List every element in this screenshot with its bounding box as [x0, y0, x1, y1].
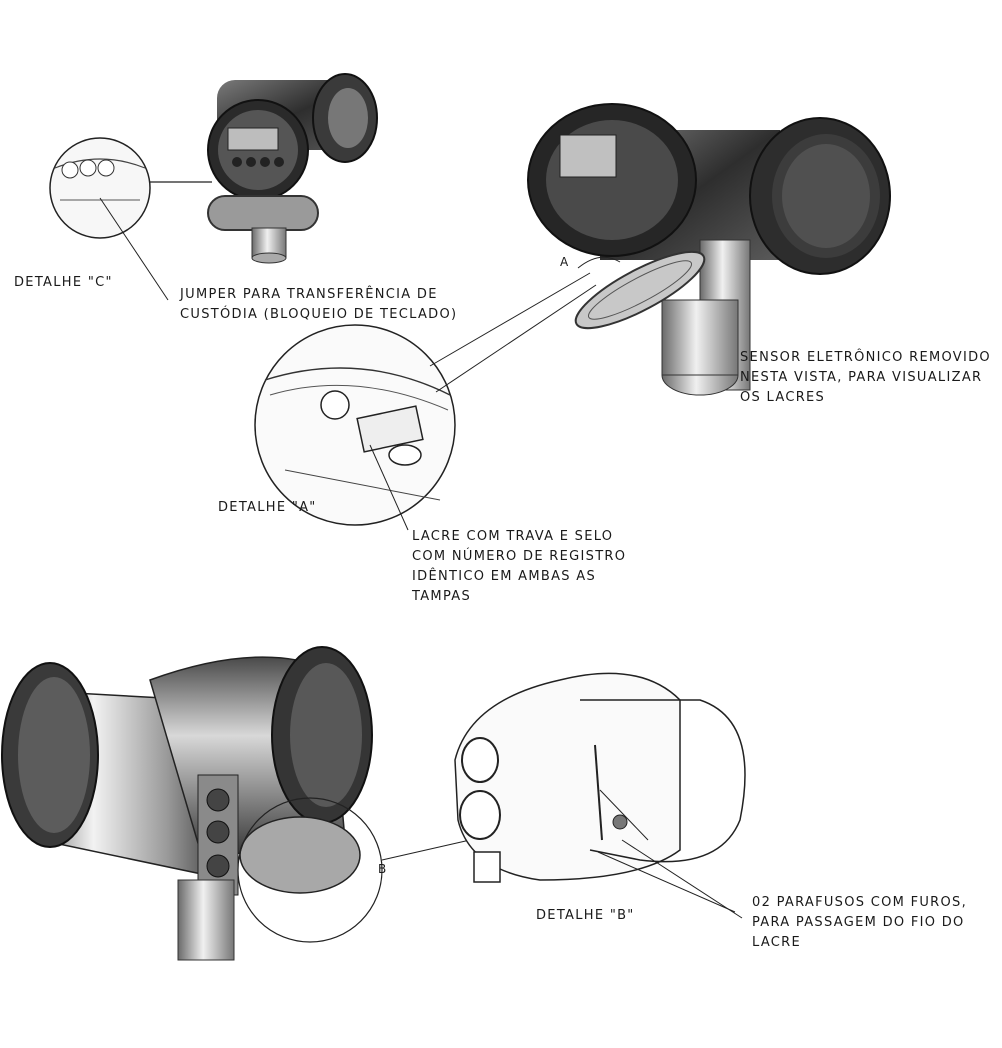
- label-lacre-line-2: COM NÚMERO DE REGISTRO: [412, 549, 627, 564]
- label-jumper: JUMPER PARA TRANSFERÊNCIA DE CUSTÓDIA (B…: [180, 285, 457, 325]
- label-jumper-line-2: CUSTÓDIA (BLOQUEIO DE TECLADO): [180, 307, 458, 322]
- label-detail-b: DETALHE "B": [536, 908, 635, 923]
- label-sensor: SENSOR ELETRÔNICO REMOVIDO NESTA VISTA, …: [740, 348, 991, 408]
- detail-a-magnifier: [254, 256, 621, 531]
- transmitter-large: [527, 103, 891, 396]
- label-detail-c: DETALHE "C": [14, 275, 113, 290]
- label-jumper-line-1: JUMPER PARA TRANSFERÊNCIA DE: [180, 287, 438, 302]
- label-detail-a: DETALHE "A": [218, 500, 317, 515]
- detail-c-magnifier: [49, 137, 212, 301]
- label-parafusos: 02 PARAFUSOS COM FUROS, PARA PASSAGEM DO…: [752, 893, 967, 953]
- label-lacre: LACRE COM TRAVA E SELO COM NÚMERO DE REG…: [412, 527, 626, 607]
- label-sensor-line-2: NESTA VISTA, PARA VISUALIZAR: [740, 370, 983, 385]
- label-lacre-line-1: LACRE COM TRAVA E SELO: [412, 529, 614, 544]
- label-lacre-line-4: TAMPAS: [412, 589, 471, 604]
- letter-a: A: [560, 255, 569, 269]
- meter-bottom: [1, 646, 373, 961]
- label-parafusos-line-2: PARA PASSAGEM DO FIO DO: [752, 915, 965, 930]
- label-parafusos-line-3: LACRE: [752, 935, 802, 950]
- letter-b: B: [378, 862, 387, 876]
- label-parafusos-line-1: 02 PARAFUSOS COM FUROS,: [752, 895, 968, 910]
- detail-b-magnifier: [237, 672, 746, 943]
- label-sensor-line-3: OS LACRES: [740, 390, 826, 405]
- label-sensor-line-1: SENSOR ELETRÔNICO REMOVIDO: [740, 350, 991, 365]
- label-lacre-line-3: IDÊNTICO EM AMBAS AS: [412, 569, 597, 584]
- transmitter-small: [207, 73, 378, 264]
